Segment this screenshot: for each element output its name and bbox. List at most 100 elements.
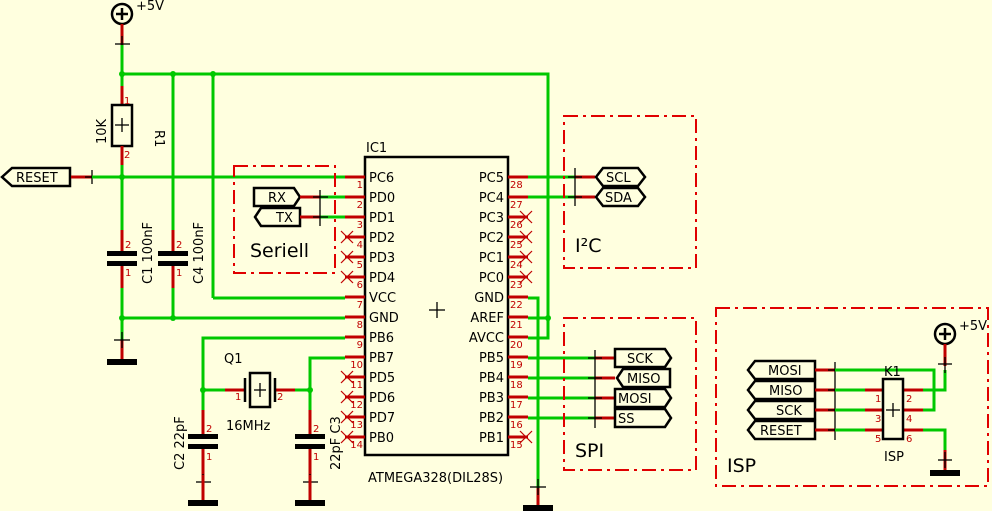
svg-text:RESET: RESET (760, 424, 802, 439)
svg-text:2: 2 (176, 240, 182, 251)
svg-text:SCK: SCK (776, 404, 802, 419)
scl-flag[interactable]: SCL (594, 166, 647, 188)
reset-flag[interactable]: RESET (0, 166, 72, 188)
isp-title: ISP (727, 455, 756, 477)
ic1-pin-name: PC0 (479, 271, 504, 286)
sck-flag[interactable]: SCK (613, 347, 673, 369)
ss-flag[interactable]: SS (613, 407, 673, 429)
ic1-pin-number: 18 (510, 380, 523, 391)
ic1-pin-name: PD7 (369, 411, 395, 426)
ic1-pin-number: 22 (510, 300, 523, 311)
miso-flag[interactable]: MISO (615, 367, 672, 389)
svg-text:3: 3 (875, 414, 881, 425)
ground-icon (930, 470, 960, 476)
ic1-pin-number: 3 (357, 220, 363, 231)
c3-capacitor[interactable] (295, 410, 325, 475)
ic1-pin-number: 17 (510, 400, 523, 411)
isp-sck-flag[interactable]: SCK (746, 399, 817, 421)
ic1-pin-number: 13 (350, 420, 363, 431)
no-connect-icon (340, 370, 354, 384)
tx-flag[interactable]: TX (253, 206, 302, 228)
ic1-pin-number: 14 (350, 440, 363, 451)
no-connect-icon (519, 210, 533, 224)
ic1-pin-number: 25 (510, 240, 523, 251)
ic1-pin-number: 23 (510, 280, 523, 291)
isp-mosi-flag[interactable]: MOSI (746, 359, 817, 381)
isp-frame (715, 307, 989, 487)
ic1-pin-name: PD1 (369, 211, 395, 226)
i2c-title: I²C (575, 235, 602, 257)
svg-text:1: 1 (235, 392, 241, 403)
ic1-body[interactable] (363, 155, 510, 457)
ic1-pin-number: 6 (357, 280, 363, 291)
svg-text:2: 2 (906, 394, 912, 405)
k1-value: ISP (884, 450, 904, 465)
isp-vcc-symbol[interactable]: +5V (933, 319, 987, 346)
sda-flag[interactable]: SDA (594, 186, 647, 208)
no-connect-icon (340, 230, 354, 244)
q1-crystal[interactable] (243, 371, 277, 409)
k1-connector[interactable] (881, 377, 905, 441)
r1-name: R1 (151, 130, 166, 147)
svg-text:SS: SS (618, 412, 635, 427)
ic1-pin-number: 4 (357, 240, 363, 251)
svg-text:SDA: SDA (605, 191, 632, 206)
no-connect-icon (340, 430, 354, 444)
ic1-pin-number: 5 (357, 260, 363, 271)
vcc-label: +5V (136, 0, 164, 14)
mosi-flag[interactable]: MOSI (613, 387, 673, 409)
svg-text:RX: RX (268, 191, 286, 206)
ic1-pin-name: PC5 (479, 171, 504, 186)
ic1-pin-number: 10 (350, 360, 363, 371)
svg-text:MOSI: MOSI (768, 364, 802, 379)
ic1-pin-name: PC2 (479, 231, 504, 246)
k1-name: K1 (884, 365, 901, 380)
ic1-pin-name: PD5 (369, 371, 395, 386)
ic1-pin-name: PB3 (479, 391, 504, 406)
ic1-pin-number: 19 (510, 360, 523, 371)
ic1-pin-name: PB6 (369, 331, 394, 346)
ic1-pin-number: 15 (510, 440, 523, 451)
svg-text:2: 2 (206, 424, 212, 435)
ic1-pin-name: PC4 (479, 191, 504, 206)
c1-capacitor[interactable] (107, 230, 137, 288)
vcc-rail (122, 72, 550, 318)
svg-text:5: 5 (875, 434, 881, 445)
ic1-pin-number: 24 (510, 260, 523, 271)
ic1-name: IC1 (366, 141, 387, 156)
svg-text:1: 1 (124, 96, 130, 107)
svg-text:4: 4 (906, 414, 912, 425)
ic1-pin-name: PD6 (369, 391, 395, 406)
c4-capacitor[interactable] (158, 230, 188, 288)
ground-icon (295, 500, 325, 506)
ic1-pin-name: PB1 (479, 431, 504, 446)
ic1-pin-name: GND (369, 311, 399, 326)
svg-text:1: 1 (313, 452, 319, 463)
ic1-pin-name: PC6 (369, 171, 394, 186)
svg-text:MISO: MISO (627, 372, 661, 387)
no-connect-icon (340, 410, 354, 424)
rx-flag[interactable]: RX (252, 186, 302, 208)
ic1-pin-number: 21 (510, 320, 523, 331)
svg-text:2: 2 (124, 150, 130, 161)
ic1-pin-name: PD3 (369, 251, 395, 266)
ic1-pin-name: PC3 (479, 211, 504, 226)
svg-text:MOSI: MOSI (618, 392, 652, 407)
ic1-pin-name: PB5 (479, 351, 504, 366)
no-connect-icon (519, 430, 533, 444)
ic1-pin-number: 26 (510, 220, 523, 231)
c2-capacitor[interactable] (188, 410, 218, 475)
ic1-pin-name: PB0 (369, 431, 394, 446)
svg-text:RESET: RESET (16, 171, 58, 186)
no-connect-icon (519, 230, 533, 244)
no-connect-icon (519, 250, 533, 264)
isp-miso-flag[interactable]: MISO (746, 379, 817, 401)
isp-reset-flag[interactable]: RESET (746, 419, 817, 441)
ic1-pin-number: 7 (357, 300, 363, 311)
svg-text:2: 2 (125, 240, 131, 251)
vcc-symbol[interactable]: +5V (110, 0, 164, 26)
no-connect-icon (340, 250, 354, 264)
svg-text:1: 1 (125, 268, 131, 279)
ic1-pin-name: PB2 (479, 411, 504, 426)
ic1-pin-number: 16 (510, 420, 523, 431)
